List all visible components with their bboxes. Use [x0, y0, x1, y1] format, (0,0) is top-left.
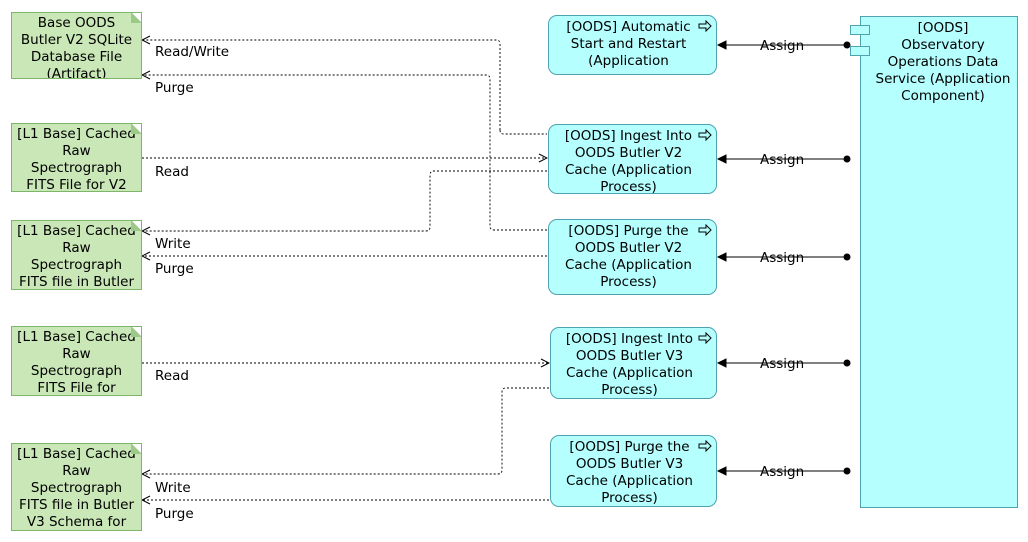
- process-arrow-icon: [698, 224, 712, 236]
- edge-label-purge: Purge: [155, 506, 194, 522]
- component-label: [OODS] Observatory Operations Data Servi…: [875, 20, 1011, 104]
- edge-label-read: Read: [155, 164, 189, 180]
- process-arrow-icon: [698, 332, 712, 344]
- artifact-fits-v2[interactable]: [L1 Base] Cached Raw Spectrograph FITS F…: [11, 123, 142, 192]
- process-arrow-icon: [698, 20, 712, 32]
- edge-label-assign: Assign: [760, 152, 805, 168]
- process-purge-v2[interactable]: [OODS] Purge the OODS Butler V2 Cache (A…: [548, 219, 717, 295]
- artifact-fold-icon: [131, 444, 141, 454]
- artifact-fold-icon: [131, 124, 141, 134]
- edge-label-purge: Purge: [155, 80, 194, 96]
- process-auto-start-restart[interactable]: [OODS] Automatic Start and Restart (Appl…: [548, 15, 717, 75]
- process-label: [OODS] Automatic Start and Restart (Appl…: [566, 19, 691, 69]
- edge-label-read-write: Read/Write: [155, 44, 230, 60]
- edge-label-assign: Assign: [760, 38, 805, 54]
- artifact-fold-icon: [131, 221, 141, 231]
- artifact-fold-icon: [131, 13, 141, 23]
- component-oods[interactable]: [OODS] Observatory Operations Data Servi…: [860, 16, 1018, 508]
- process-arrow-icon: [698, 440, 712, 452]
- artifact-fold-icon: [131, 327, 141, 337]
- process-purge-v3[interactable]: [OODS] Purge the OODS Butler V3 Cache (A…: [550, 435, 717, 507]
- process-label: [OODS] Purge the OODS Butler V3 Cache (A…: [566, 439, 693, 506]
- artifact-v2-sqlite-db[interactable]: Base OODS Butler V2 SQLite Database File…: [11, 12, 142, 79]
- access-edge-write-v3[interactable]: [142, 387, 549, 474]
- edge-label-assign: Assign: [760, 464, 805, 480]
- assign-edge-4[interactable]: [716, 358, 851, 368]
- artifact-label: [L1 Base] Cached Raw Spectrograph FITS f…: [17, 223, 136, 290]
- component-icon: [850, 25, 870, 35]
- artifact-fits-butler[interactable]: [L1 Base] Cached Raw Spectrograph FITS f…: [11, 220, 142, 290]
- artifact-label: [L1 Base] Cached Raw Spectrograph FITS F…: [17, 126, 136, 192]
- process-ingest-v2[interactable]: [OODS] Ingest Into OODS Butler V2 Cache …: [548, 124, 717, 194]
- artifact-fits-v3[interactable]: [L1 Base] Cached Raw Spectrograph FITS F…: [11, 326, 142, 396]
- edge-label-write: Write: [155, 480, 191, 496]
- process-label: [OODS] Ingest Into OODS Butler V3 Cache …: [565, 331, 694, 398]
- component-icon-tab: [850, 46, 870, 56]
- process-label: [OODS] Ingest Into OODS Butler V2 Cache …: [564, 128, 693, 194]
- assign-edge-1[interactable]: [716, 40, 851, 50]
- edge-label-purge: Purge: [155, 261, 194, 277]
- artifact-label: [L1 Base] Cached Raw Spectrograph FITS F…: [17, 329, 136, 396]
- access-edge-write-v2[interactable]: [142, 170, 547, 231]
- edge-label-write: Write: [155, 236, 191, 252]
- access-edge-purge-v2-sqlite[interactable]: [142, 75, 547, 231]
- access-edge-readwrite[interactable]: [142, 40, 547, 135]
- edge-label-read: Read: [155, 368, 189, 384]
- assign-edge-2[interactable]: [716, 154, 851, 164]
- assign-edge-3[interactable]: [716, 252, 851, 262]
- artifact-fits-butler-v3[interactable]: [L1 Base] Cached Raw Spectrograph FITS f…: [11, 443, 142, 531]
- edge-label-assign: Assign: [760, 250, 805, 266]
- process-ingest-v3[interactable]: [OODS] Ingest Into OODS Butler V3 Cache …: [550, 327, 717, 399]
- artifact-label: Base OODS Butler V2 SQLite Database File…: [20, 15, 133, 79]
- process-label: [OODS] Purge the OODS Butler V2 Cache (A…: [565, 223, 692, 290]
- process-arrow-icon: [698, 129, 712, 141]
- artifact-label: [L1 Base] Cached Raw Spectrograph FITS f…: [17, 446, 136, 530]
- assign-edge-5[interactable]: [716, 466, 851, 476]
- edge-label-assign: Assign: [760, 356, 805, 372]
